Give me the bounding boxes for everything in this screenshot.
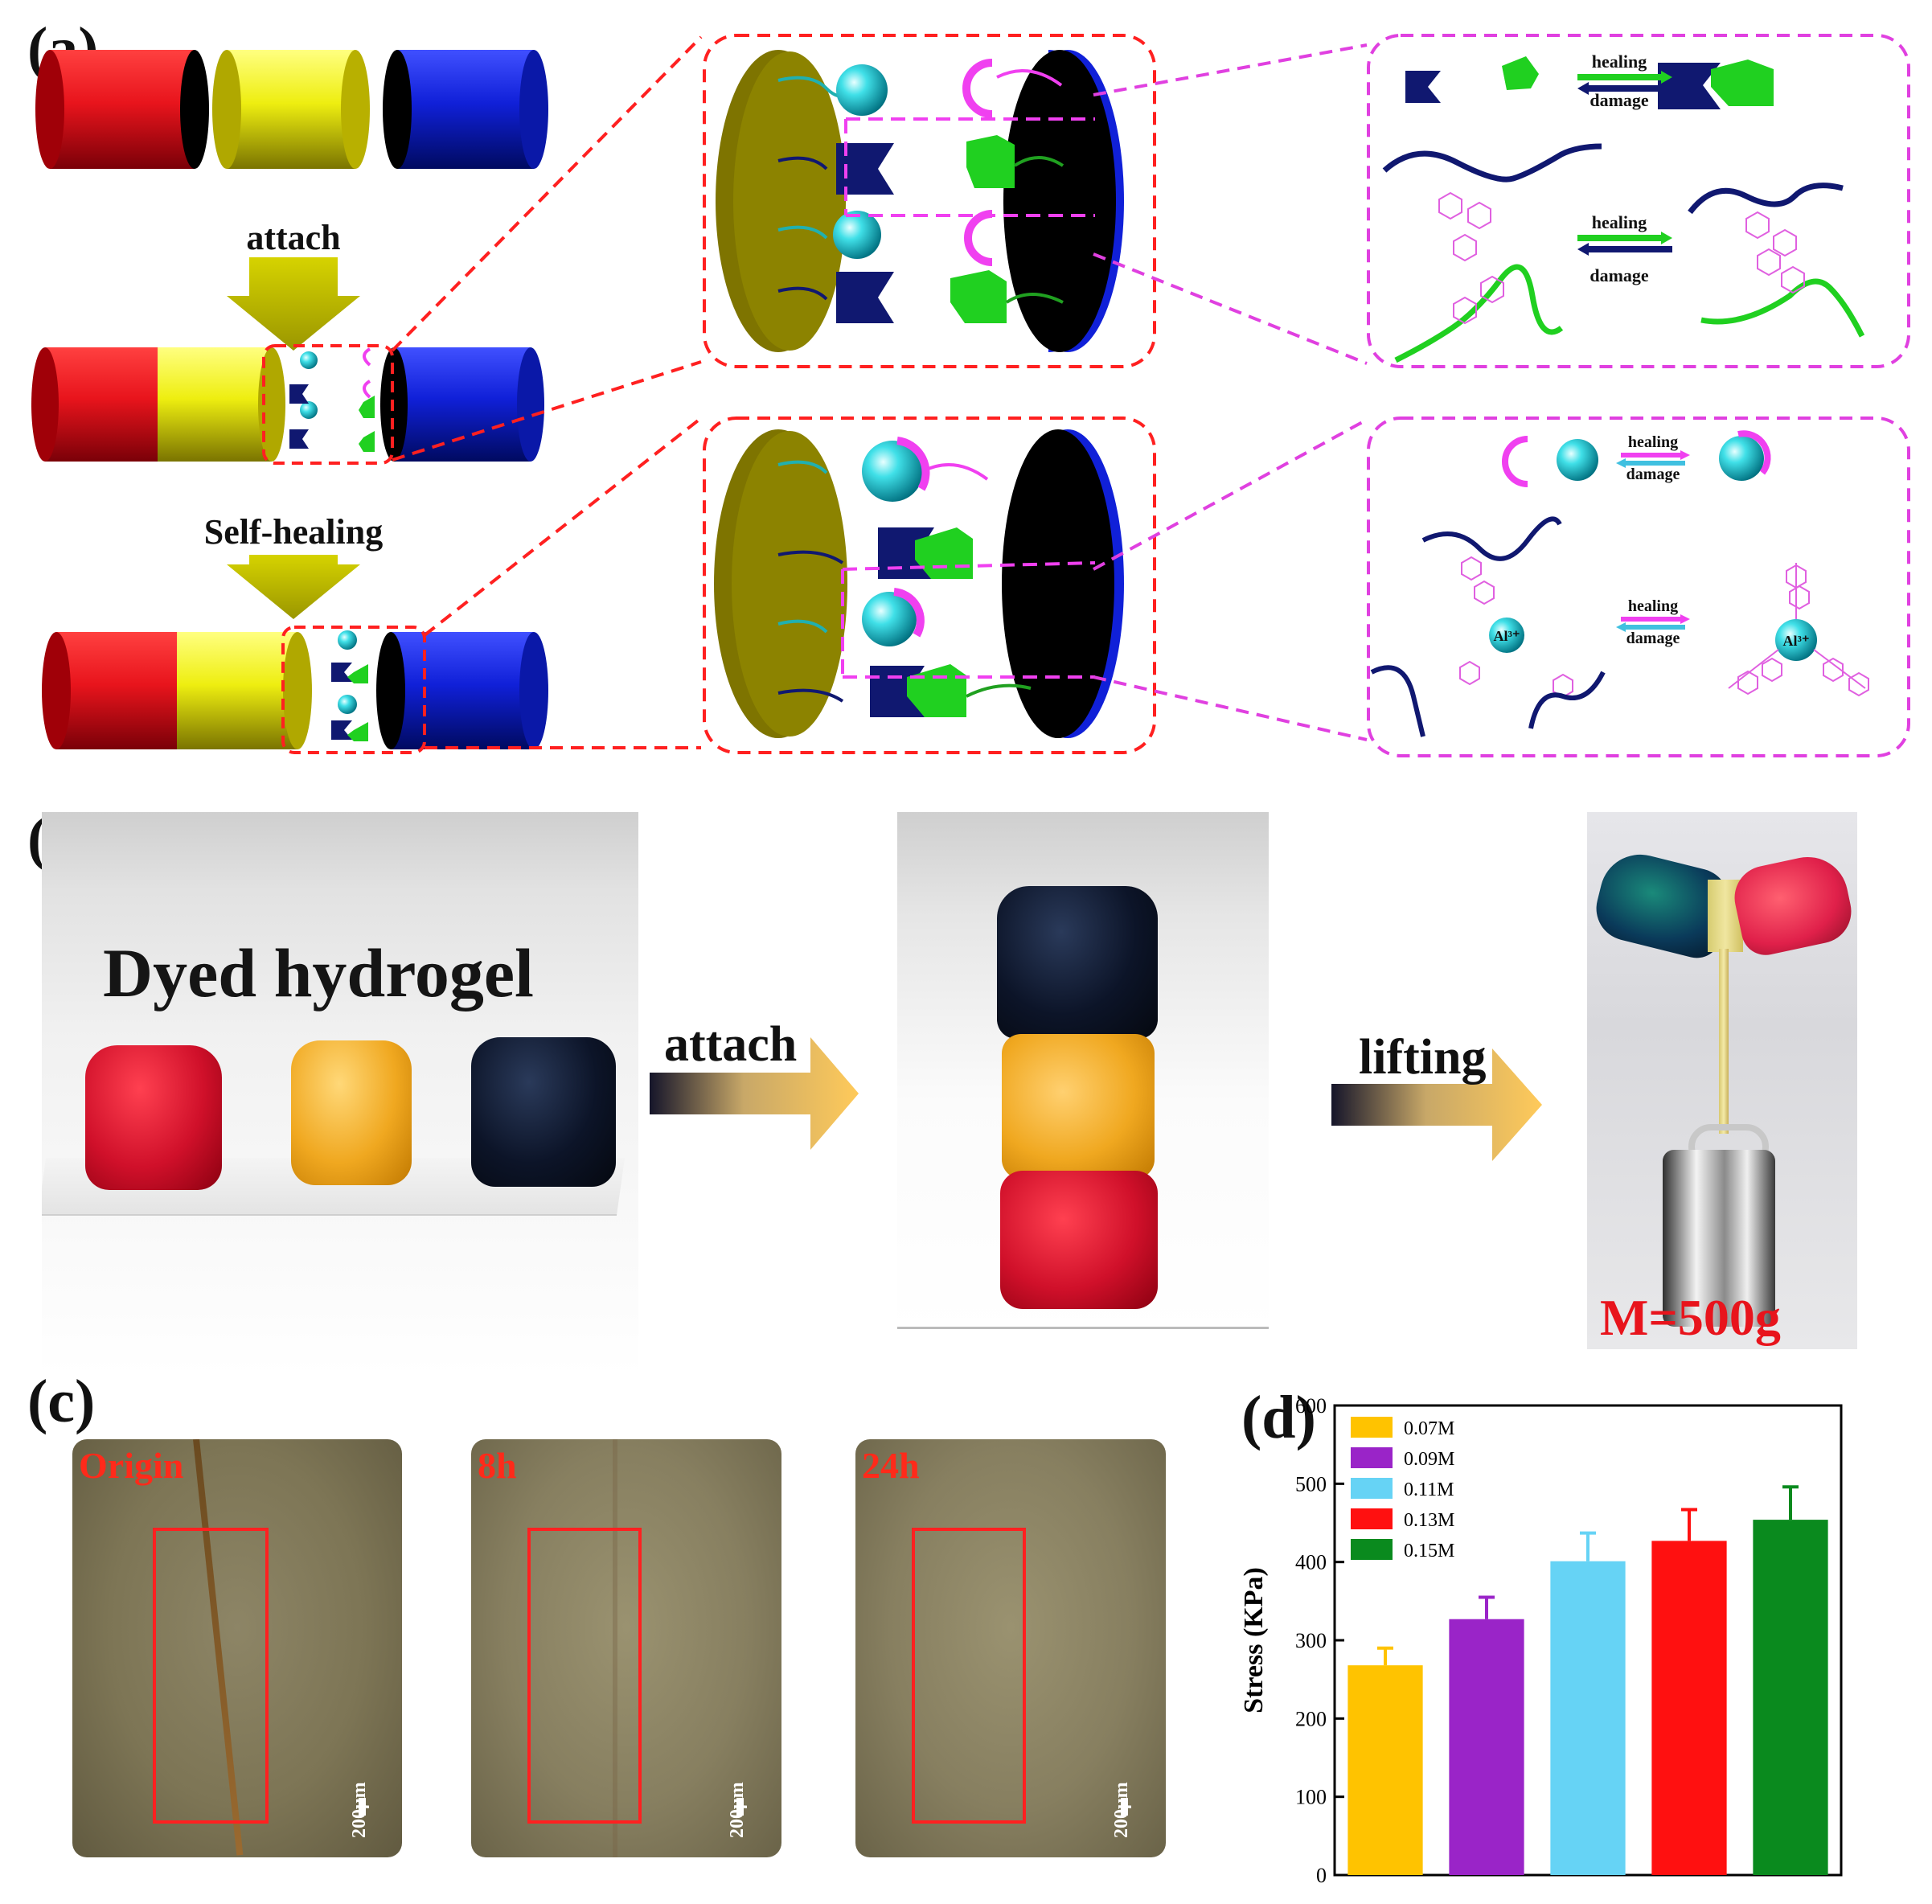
y-tick-label: 200 — [1295, 1707, 1327, 1730]
photo-stacked-hydrogel — [897, 812, 1269, 1336]
healing-text-1: healing — [1592, 51, 1647, 72]
legend-label: 0.09M — [1404, 1449, 1454, 1470]
y-tick-label: 300 — [1295, 1629, 1327, 1652]
bar-0.13M — [1651, 1541, 1727, 1875]
interaction-box-1: healing damage healing damage — [1367, 34, 1910, 368]
bar-0.11M — [1550, 1561, 1626, 1875]
scale-bar — [359, 1798, 366, 1816]
legend-swatch — [1351, 1447, 1393, 1468]
al-ion-text-2: Al³⁺ — [1783, 633, 1810, 649]
healing-text-4: healing — [1628, 597, 1678, 615]
damage-text-1: damage — [1589, 90, 1649, 110]
y-tick-label: 400 — [1295, 1551, 1327, 1574]
micrograph-origin: Origin 200μm — [72, 1439, 402, 1857]
legend-swatch — [1351, 1478, 1393, 1499]
micrograph-label-8h: 8h — [478, 1445, 517, 1486]
panel-d-label: (d) — [1241, 1384, 1316, 1451]
self-healing-arrow — [227, 555, 360, 619]
panel-c-label: (c) — [27, 1368, 96, 1435]
cylinder-yellow — [212, 50, 370, 169]
legend-swatch — [1351, 1539, 1393, 1560]
attach-arrow — [227, 257, 360, 351]
bar-0.15M — [1753, 1520, 1828, 1875]
cylinder-blue — [383, 50, 548, 169]
cylinder-row3 — [42, 630, 548, 749]
y-axis-label: Stress (KPa) — [1239, 1567, 1269, 1713]
panel-a-diagram: attach Self-healing — [31, 34, 1910, 757]
y-tick-label: 0 — [1316, 1864, 1327, 1887]
highlight-box — [912, 1528, 1026, 1824]
damage-text-4: damage — [1626, 630, 1680, 647]
healing-text-3: healing — [1628, 433, 1678, 451]
lifting-label: lifting — [1359, 1030, 1487, 1085]
interaction-box-2: healing damage Al³⁺ healing damage Al³⁺ — [1367, 416, 1910, 757]
zoom-box-separated — [703, 34, 1156, 368]
legend-swatch — [1351, 1508, 1393, 1529]
attach-arrow-b — [650, 1037, 859, 1150]
cylinder-red — [35, 50, 209, 169]
y-tick-label: 100 — [1295, 1786, 1327, 1809]
yellow-hydrogel — [291, 1040, 412, 1185]
legend-label: 0.11M — [1404, 1479, 1454, 1500]
lifting-arrow — [1331, 1048, 1542, 1161]
legend-label: 0.13M — [1404, 1510, 1454, 1531]
photo-lifting-weight: M=500g — [1587, 812, 1857, 1349]
attach-label: attach — [246, 218, 340, 257]
y-tick-label: 500 — [1295, 1472, 1327, 1496]
attach-label-b: attach — [664, 1017, 798, 1072]
bar-0.09M — [1449, 1619, 1524, 1875]
mass-label: M=500g — [1600, 1289, 1781, 1346]
damage-text-2: damage — [1589, 265, 1649, 285]
self-healing-label: Self-healing — [204, 512, 383, 552]
scale-bar — [1121, 1798, 1128, 1816]
micrograph-label-origin: Origin — [79, 1445, 184, 1486]
legend-swatch — [1351, 1417, 1393, 1438]
highlight-box — [527, 1528, 642, 1824]
red-hydrogel — [85, 1045, 222, 1190]
micrograph-8h: 8h 200μm — [471, 1439, 781, 1857]
zoom-box-healed — [703, 416, 1156, 754]
healing-text-2: healing — [1592, 212, 1647, 232]
legend-label: 0.15M — [1404, 1541, 1454, 1561]
bar-0.07M — [1347, 1665, 1423, 1875]
micrograph-label-24h: 24h — [862, 1445, 920, 1486]
highlight-box — [153, 1528, 269, 1824]
photo-dyed-hydrogel: Dyed hydrogel — [42, 812, 638, 1375]
damage-text-3: damage — [1626, 466, 1680, 483]
al-ion-text-1: Al³⁺ — [1494, 628, 1520, 644]
dyed-hydrogel-title: Dyed hydrogel — [103, 934, 534, 1012]
cylinder-row2 — [31, 347, 544, 462]
y-tick-label: 600 — [1295, 1394, 1327, 1418]
navy-hydrogel — [471, 1037, 616, 1187]
legend-label: 0.07M — [1404, 1418, 1454, 1439]
scale-bar — [736, 1798, 744, 1816]
micrograph-24h: 24h 200μm — [855, 1439, 1166, 1857]
